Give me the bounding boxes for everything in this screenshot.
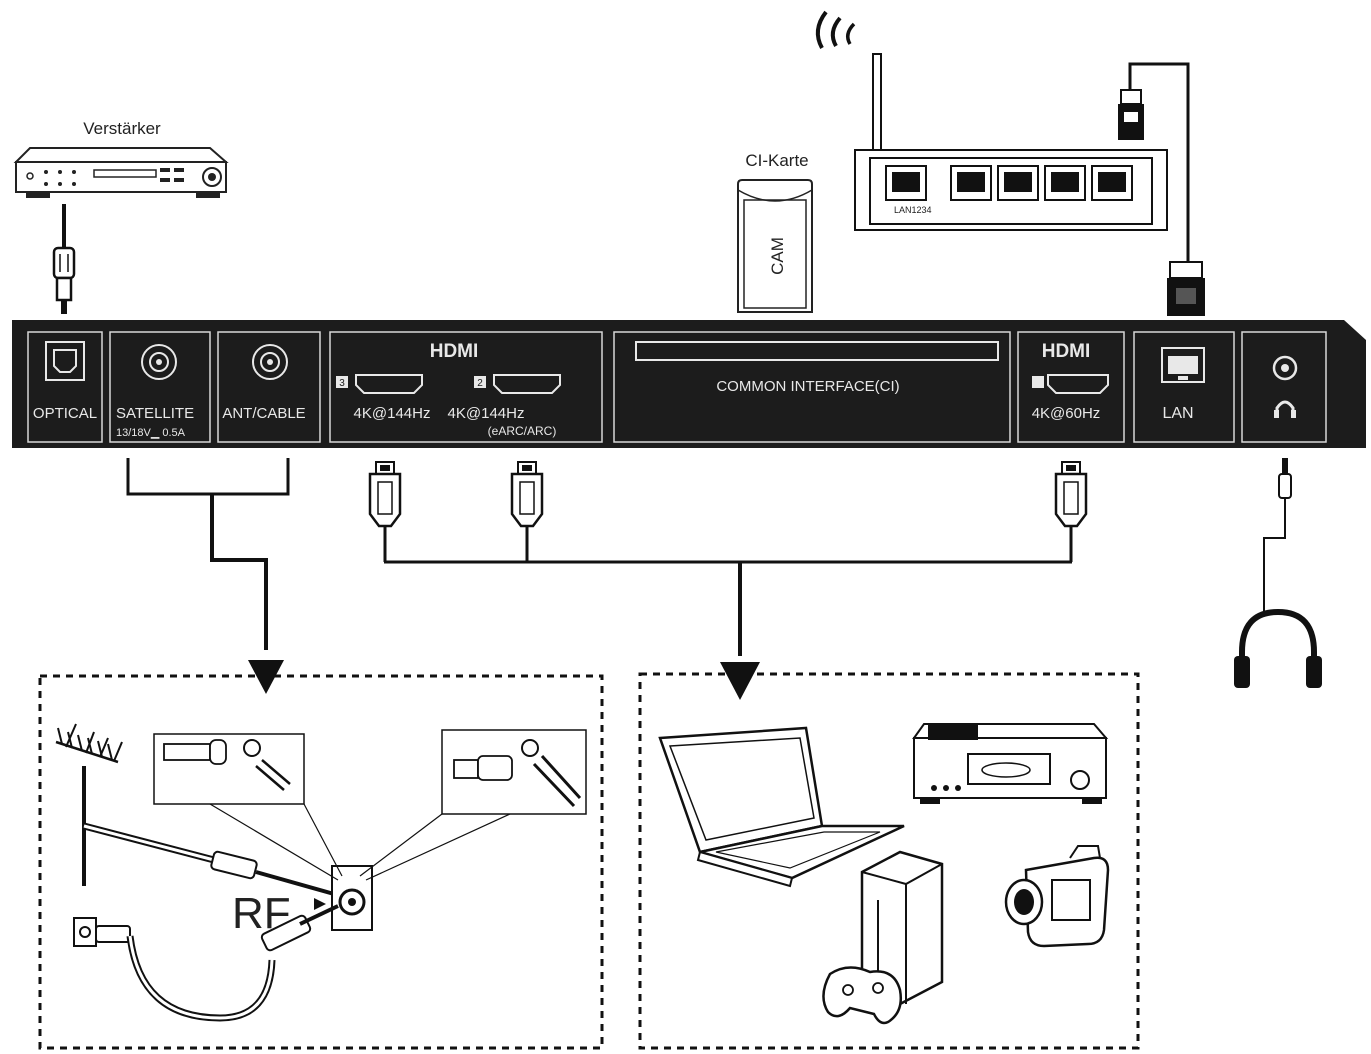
ant-cable-label: ANT/CABLE (222, 405, 305, 422)
satellite-spec: 13/18V▁ 0.5A (116, 427, 186, 439)
antenna-setup-box: RF (38, 674, 604, 1050)
hdmi3-port-icon (355, 374, 423, 394)
headphone-port (1241, 331, 1327, 443)
hdmi2-note: (eARC/ARC) (488, 424, 557, 438)
lan-label: LAN (1162, 405, 1193, 422)
arrow-down-icon (720, 662, 760, 700)
laptop-icon (658, 726, 905, 888)
tv-connector-panel: OPTICAL SATELLITE 13/18V▁ 0.5A ANT/CABLE… (12, 320, 1366, 448)
headphone-icon (1274, 400, 1296, 418)
game-console-icon (860, 850, 944, 1006)
hdmi3-number: 3 (339, 378, 345, 389)
camcorder-icon (1004, 845, 1110, 948)
hdmi2-port-icon (493, 374, 561, 394)
hdmi2-spec: 4K@144Hz (448, 405, 525, 422)
optical-port: OPTICAL (27, 331, 103, 443)
hdmi1-spec: 4K@60Hz (1032, 405, 1101, 422)
hdmi-devices-box (638, 672, 1140, 1050)
hdmi-cables (368, 461, 1088, 700)
hdmi2-number: 2 (477, 378, 483, 389)
optical-label: OPTICAL (33, 405, 97, 422)
ci-card-device: CI-Karte CAM (737, 151, 813, 313)
wall-socket-icon (331, 865, 373, 931)
lan-port: LAN (1133, 331, 1235, 443)
router-lan-ports (885, 165, 1133, 201)
hdmi3-spec: 4K@144Hz (354, 405, 431, 422)
hdmi1-logo: HDMI (1042, 341, 1091, 362)
optical-cable (52, 204, 76, 314)
lan-cable (1118, 62, 1205, 316)
ant-cable-port: ANT/CABLE (217, 331, 321, 443)
cam-label: CAM (768, 237, 787, 275)
antenna-icon (55, 723, 123, 886)
hdmi-port-1: HDMI 4K@60Hz (1017, 331, 1125, 443)
router-port-label: LAN1234 (894, 205, 932, 215)
gamepad-icon (822, 966, 902, 1025)
satellite-label: SATELLITE (116, 405, 194, 422)
hdmi-ports-2-3: HDMI 3 2 4K@144Hz 4K@144Hz (eARC/ARC) (329, 331, 603, 443)
amplifier-label: Verstärker (83, 119, 161, 138)
headphone-cable (1263, 458, 1292, 616)
headphones-icon (1234, 608, 1322, 688)
common-interface-slot: COMMON INTERFACE(CI) (613, 331, 1011, 443)
hdmi-logo: HDMI (430, 341, 479, 362)
antenna-connection-lines (126, 458, 290, 694)
amplifier-device: Verstärker (13, 119, 229, 198)
router-device: LAN1234 (815, 10, 1168, 231)
ci-card-label: CI-Karte (745, 151, 808, 170)
dvd-player-icon (912, 723, 1109, 804)
satellite-port: SATELLITE 13/18V▁ 0.5A (109, 331, 211, 443)
hdmi1-port-icon (1047, 374, 1109, 394)
common-interface-label: COMMON INTERFACE(CI) (716, 378, 899, 395)
